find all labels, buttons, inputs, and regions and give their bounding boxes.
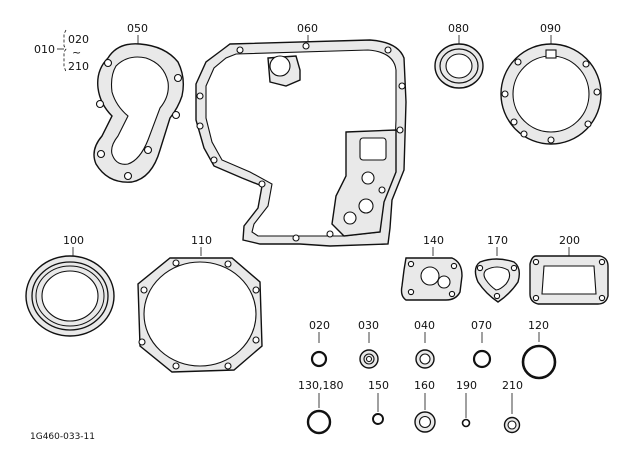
label-090: 090: [540, 22, 561, 35]
part-150-o-ring: 150: [368, 379, 389, 425]
gasket-050-opening: [110, 56, 169, 165]
part-110-flywheel-housing-gasket: 110: [137, 234, 263, 373]
o-ring-150: [372, 413, 384, 425]
group-reference: 010 020 ~ 210: [34, 29, 89, 73]
label-120: 120: [528, 319, 549, 332]
group-prefix-label: 010: [34, 43, 55, 56]
o-ring-120: [521, 344, 557, 380]
label-190: 190: [456, 379, 477, 392]
label-170: 170: [487, 234, 508, 247]
part-160-washer: 160: [414, 379, 436, 433]
part-090-flange-gasket: 090: [500, 22, 602, 145]
part-030-seal-washer: 030: [358, 319, 379, 369]
part-170-gasket: 170: [474, 234, 521, 303]
part-130-180-o-ring: 130,180: [298, 379, 344, 435]
seal-100-bore: [41, 270, 99, 322]
part-200-gasket: 200: [529, 234, 609, 305]
o-ring-130-180: [306, 409, 332, 435]
label-130-180: 130,180: [298, 379, 344, 392]
part-050-water-pump-gasket: 050: [93, 22, 185, 183]
group-to-label: 210: [68, 60, 89, 73]
label-060: 060: [297, 22, 318, 35]
label-020: 020: [309, 319, 330, 332]
part-070-o-ring: 070: [471, 319, 492, 369]
part-100-oil-seal: 100: [25, 234, 115, 337]
label-110: 110: [191, 234, 212, 247]
seal-080-bore: [445, 53, 473, 79]
label-050: 050: [127, 22, 148, 35]
figure-code: 1G460-033-11: [30, 432, 95, 442]
part-020-o-ring: 020: [309, 319, 330, 368]
label-030: 030: [358, 319, 379, 332]
gasket-110-opening: [143, 261, 257, 367]
part-080-oil-seal: 080: [434, 22, 484, 89]
label-100: 100: [63, 234, 84, 247]
part-210-washer: 210: [502, 379, 523, 434]
gasket-090-opening: [512, 55, 590, 133]
part-060-gear-case-gasket: 060: [195, 22, 407, 247]
part-120-o-ring: 120: [521, 319, 557, 380]
label-160: 160: [414, 379, 435, 392]
o-ring-020: [310, 350, 328, 368]
label-140: 140: [423, 234, 444, 247]
o-ring-190: [461, 418, 471, 428]
label-200: 200: [559, 234, 580, 247]
part-040-washer: 040: [414, 319, 435, 369]
label-150: 150: [368, 379, 389, 392]
o-ring-070: [472, 349, 492, 369]
label-210: 210: [502, 379, 523, 392]
group-bracket: [63, 29, 67, 73]
label-080: 080: [448, 22, 469, 35]
label-040: 040: [414, 319, 435, 332]
part-190-o-ring: 190: [456, 379, 477, 428]
group-tilde: ~: [72, 46, 81, 59]
group-from-label: 020: [68, 33, 89, 46]
label-070: 070: [471, 319, 492, 332]
part-140-gasket: 140: [400, 234, 463, 301]
